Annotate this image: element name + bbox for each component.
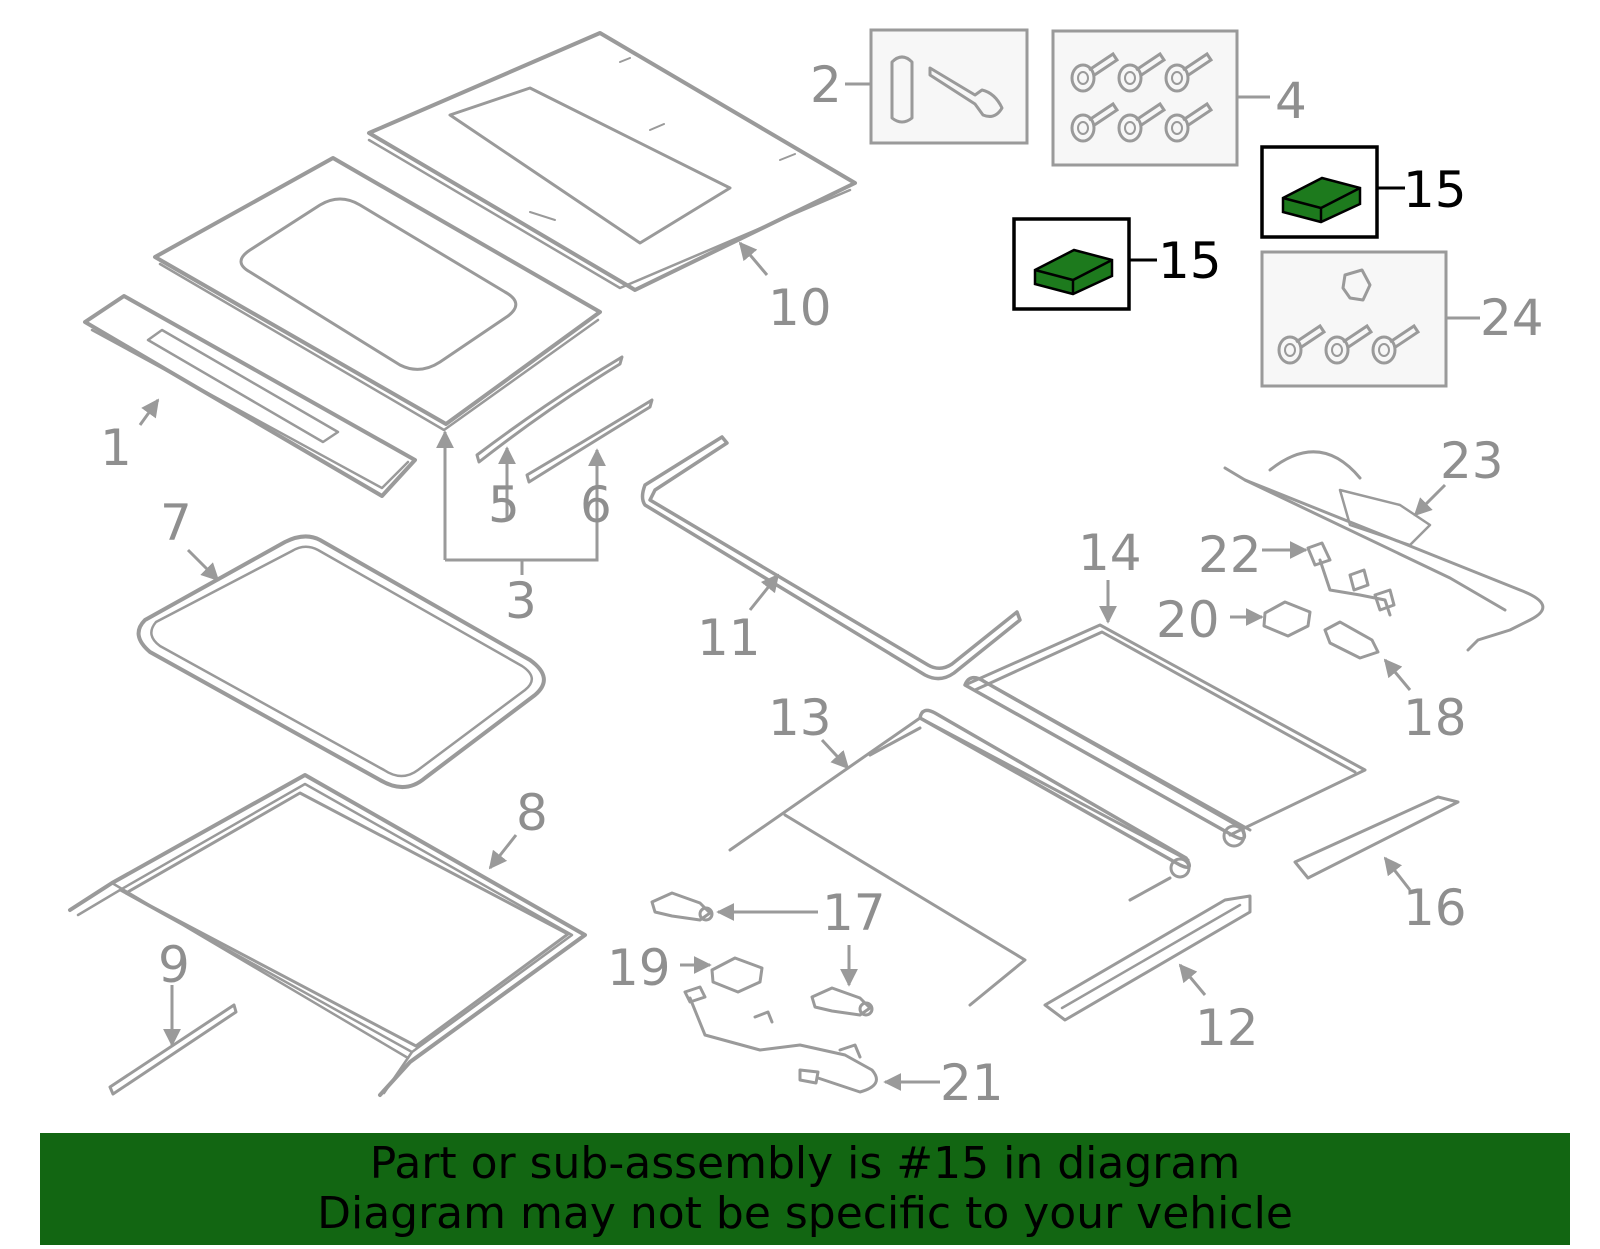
callout-7[interactable]: 7 — [160, 494, 192, 552]
part-13-sunshade — [728, 708, 1192, 1007]
callout-6[interactable]: 6 — [580, 476, 612, 534]
bolt-icon — [1117, 101, 1167, 143]
part-20-module — [1262, 600, 1312, 638]
part-17-motor-a — [650, 891, 714, 922]
banner-line-1: Part or sub-assembly is #15 in diagram — [369, 1138, 1241, 1189]
callout-19[interactable]: 19 — [607, 939, 671, 997]
callout-15-a[interactable]: 15 — [1403, 161, 1467, 219]
part-21-harness — [683, 985, 878, 1094]
part-10-roof-panel — [367, 31, 857, 292]
callout-22[interactable]: 22 — [1198, 526, 1262, 584]
callout-4[interactable]: 4 — [1275, 72, 1307, 130]
callout-15-b[interactable]: 15 — [1158, 232, 1222, 290]
bolt-icon — [1277, 323, 1327, 365]
callout-8[interactable]: 8 — [516, 784, 548, 842]
part-22-harness — [1306, 541, 1396, 617]
callout-13[interactable]: 13 — [768, 689, 832, 747]
part-16-rail — [1293, 795, 1460, 880]
callout-9[interactable]: 9 — [158, 936, 190, 994]
callout-20[interactable]: 20 — [1156, 591, 1220, 649]
part-6-strip — [525, 398, 654, 484]
part-18-switch — [1323, 620, 1380, 660]
part-15-highlight-box-a[interactable] — [1260, 145, 1379, 239]
callout-labels: 1 2 3 4 5 6 7 8 9 10 11 12 13 14 15 15 1… — [100, 56, 1544, 1112]
bolt-icon — [1117, 51, 1167, 93]
callout-1[interactable]: 1 — [100, 419, 132, 477]
part-11-seal — [640, 435, 1022, 681]
part-4-kit-box — [1051, 29, 1239, 167]
leader-lines — [138, 82, 1480, 1091]
bolt-icon — [1164, 51, 1214, 93]
callout-14[interactable]: 14 — [1078, 524, 1142, 582]
callout-3[interactable]: 3 — [505, 572, 537, 630]
part-14-sunshade — [963, 623, 1367, 848]
callout-24[interactable]: 24 — [1480, 289, 1544, 347]
part-23-frame — [1223, 450, 1545, 652]
part-24-kit-box — [1260, 250, 1448, 388]
callout-10[interactable]: 10 — [768, 279, 832, 337]
banner-line-2: Diagram may not be specific to your vehi… — [317, 1188, 1293, 1239]
part-12-rail — [1043, 894, 1252, 1022]
callout-18[interactable]: 18 — [1403, 689, 1467, 747]
callout-23[interactable]: 23 — [1440, 432, 1504, 490]
part-5-strip — [475, 355, 624, 464]
callout-5[interactable]: 5 — [488, 476, 520, 534]
bolt-icon — [1371, 323, 1421, 365]
callout-12[interactable]: 12 — [1195, 999, 1259, 1057]
part-15-highlight-box-b[interactable] — [1012, 217, 1131, 311]
bolt-icon — [1324, 323, 1374, 365]
callout-11[interactable]: 11 — [697, 609, 761, 667]
bolt-icon — [1070, 51, 1120, 93]
part-3-roof-frame — [153, 156, 602, 432]
part-2-kit-box — [869, 28, 1029, 145]
part-7-seal — [136, 534, 546, 789]
part-9-strip — [108, 1003, 238, 1096]
part-19-module — [710, 956, 764, 994]
bolt-icon — [1164, 101, 1214, 143]
callout-17[interactable]: 17 — [822, 884, 886, 942]
bolt-icon — [1070, 101, 1120, 143]
info-banner: Part or sub-assembly is #15 in diagram D… — [40, 1133, 1570, 1245]
part-17-motor-b — [810, 986, 874, 1017]
callout-2[interactable]: 2 — [810, 56, 842, 114]
callout-16[interactable]: 16 — [1403, 879, 1467, 937]
part-8-frame — [68, 773, 587, 1097]
part-1-front-panel — [83, 294, 417, 498]
callout-21[interactable]: 21 — [940, 1054, 1004, 1112]
